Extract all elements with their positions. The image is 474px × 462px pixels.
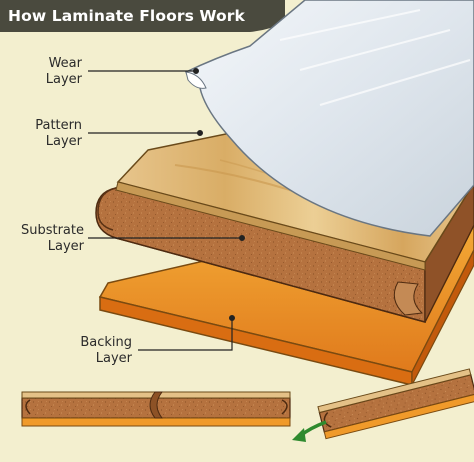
pattern-layer-label-line2: Layer [45, 134, 82, 149]
substrate-layer-label: Substrate Layer [4, 223, 84, 255]
leader-lines [88, 67, 246, 351]
diagram-title: How Laminate Floors Work [8, 7, 245, 25]
wear-layer-label: Wear Layer [20, 56, 82, 88]
backing-leader-dot [229, 315, 236, 322]
wear-leader-dot [193, 67, 200, 74]
pattern-leader-dot [197, 130, 204, 137]
backing-layer-label-line1: Backing [80, 335, 132, 350]
wear-layer-label-line2: Layer [45, 72, 82, 87]
backing-leader-line [138, 318, 233, 351]
title-bar [0, 0, 285, 32]
backing-layer-label-line2: Layer [95, 351, 132, 366]
substrate-layer-label-line2: Layer [47, 239, 84, 254]
pattern-layer-label-line1: Pattern [35, 118, 82, 133]
pattern-layer-label: Pattern Layer [10, 118, 82, 150]
backing-layer-label: Backing Layer [58, 335, 132, 367]
substrate-layer-label-line1: Substrate [20, 223, 84, 238]
wear-layer-label-line1: Wear [48, 56, 82, 71]
plank-joint-illustration [21, 368, 474, 440]
insert-arrow-icon [292, 420, 327, 442]
wear-layer-shape [185, 0, 474, 237]
substrate-leader-dot [239, 235, 246, 242]
